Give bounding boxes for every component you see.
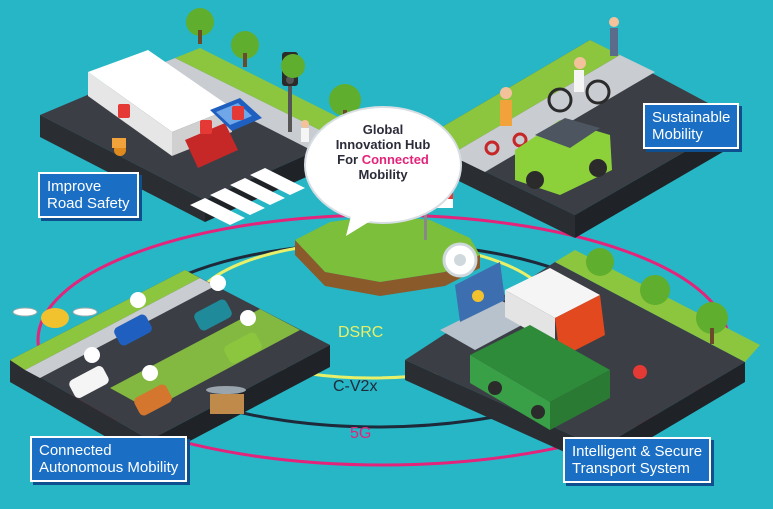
hub-title-line-3-prefix: For: [337, 152, 362, 167]
hub-title-accent: Connected: [361, 152, 429, 167]
hub-speech-bubble: [304, 106, 462, 236]
label-line: Road Safety: [47, 195, 130, 212]
autonomous-mobility-tile: [10, 270, 330, 462]
label-line: Connected: [39, 442, 112, 459]
label-connected-autonomous-mobility: Connected Autonomous Mobility: [30, 436, 188, 482]
hub-title: Global Innovation Hub For Connected Mobi…: [318, 122, 448, 182]
cv2x-label: C-V2x: [333, 378, 378, 395]
hub-title-line-2: Innovation Hub: [335, 137, 431, 152]
hub-title-line-3: For Connected: [318, 152, 448, 167]
label-line: Intelligent & Secure: [572, 443, 703, 460]
label-line: Improve: [47, 178, 102, 195]
5g-label: 5G: [350, 425, 372, 442]
label-line: Mobility: [652, 126, 703, 143]
hub-title-line-4: Mobility: [358, 167, 408, 182]
road-safety-tile: [40, 8, 361, 225]
label-line: Sustainable: [652, 109, 731, 126]
label-line: Autonomous Mobility: [39, 459, 179, 476]
sustainable-mobility-tile: [420, 17, 740, 238]
dsrc-label: DSRC: [338, 324, 384, 341]
label-sustainable-mobility: Sustainable Mobility: [643, 103, 740, 149]
transport-system-tile: [405, 248, 760, 468]
label-improve-road-safety: Improve Road Safety: [38, 172, 139, 218]
label-line: Transport System: [572, 460, 690, 477]
hub-title-line-1: Global: [362, 122, 404, 137]
label-intelligent-secure-transport: Intelligent & Secure Transport System: [563, 437, 712, 483]
